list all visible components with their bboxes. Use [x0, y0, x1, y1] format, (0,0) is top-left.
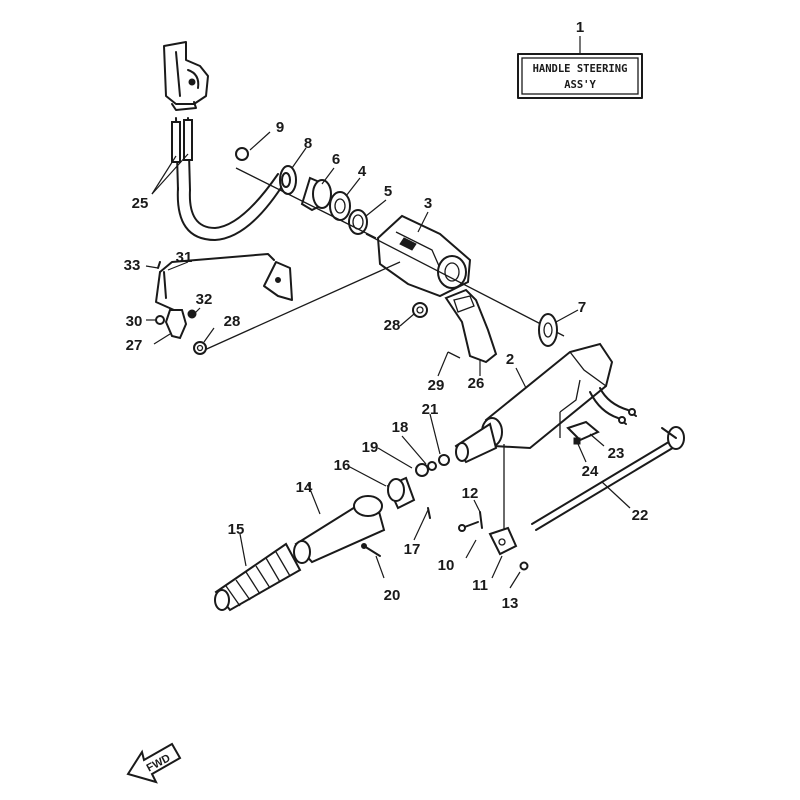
part-30-washer — [155, 315, 165, 325]
callout-30: 30 — [126, 313, 143, 330]
callout-28-left: 28 — [224, 313, 241, 330]
title-box: HANDLE STEERING ASS'Y — [517, 53, 643, 99]
part-22-rod — [531, 426, 685, 531]
part-28-nut-right — [412, 302, 428, 318]
callout-21: 21 — [422, 401, 439, 418]
part-11-joint — [488, 526, 518, 556]
callout-25: 25 — [132, 195, 149, 212]
part-27-lever — [164, 309, 188, 340]
callout-4: 4 — [358, 163, 367, 180]
callout-9: 9 — [276, 119, 284, 136]
callout-22: 22 — [632, 507, 649, 524]
part-28-nut-left — [193, 341, 207, 355]
part-18-ball — [427, 461, 437, 471]
callout-26: 26 — [468, 375, 485, 392]
part-3-steering-bracket — [376, 214, 472, 298]
callout-23: 23 — [608, 445, 625, 462]
callout-27: 27 — [126, 337, 143, 354]
fwd-arrow-icon: FWD — [126, 742, 182, 784]
cable-clamp-parts — [566, 420, 600, 445]
callout-14: 14 — [296, 479, 313, 496]
callout-24: 24 — [582, 463, 599, 480]
part-26-plate — [444, 288, 498, 364]
link-hardware — [155, 302, 428, 355]
callout-13: 13 — [502, 595, 519, 612]
callout-labels: 1 2 3 4 5 6 7 8 9 10 11 12 13 14 15 16 1… — [124, 19, 649, 612]
callout-8: 8 — [304, 135, 312, 152]
callout-5: 5 — [384, 183, 392, 200]
title-line-2: ASS'Y — [564, 79, 596, 91]
callout-7: 7 — [578, 299, 586, 316]
callout-11: 11 — [472, 577, 488, 594]
callout-6: 6 — [332, 151, 340, 168]
cable-bracket — [163, 41, 209, 111]
small-screws — [361, 507, 431, 557]
callout-2: 2 — [506, 351, 514, 368]
callout-28-right: 28 — [384, 317, 401, 334]
part-32-clip — [187, 309, 197, 319]
assembly-axis-lines — [199, 167, 565, 353]
leader-lines — [145, 36, 631, 589]
part-21-bolt — [438, 454, 450, 466]
callout-31: 31 — [176, 249, 193, 266]
callout-33: 33 — [124, 257, 141, 274]
throttle-cables — [171, 117, 287, 241]
part-9-nut — [235, 147, 249, 161]
callout-10: 10 — [438, 557, 455, 574]
title-line-1: HANDLE STEERING — [533, 63, 628, 75]
callout-1: 1 — [576, 19, 584, 36]
part-19-spring — [415, 463, 429, 477]
callout-16: 16 — [334, 457, 351, 474]
detent-parts — [415, 454, 450, 477]
callout-29: 29 — [428, 377, 445, 394]
part-12-pin — [479, 511, 483, 529]
rod-joint-parts — [458, 511, 529, 571]
callout-17: 17 — [404, 541, 421, 558]
callout-3: 3 — [424, 195, 432, 212]
part-17-pin — [427, 507, 431, 519]
throttle-link — [155, 253, 293, 311]
part-7-disc — [538, 313, 558, 347]
part-16-collar — [386, 476, 416, 510]
callout-18: 18 — [392, 419, 409, 436]
friction-parts — [235, 147, 368, 235]
callout-15: 15 — [228, 521, 245, 538]
part-20-screw — [363, 545, 381, 557]
part-2-handle-arm — [454, 342, 637, 530]
part-24-screw — [573, 437, 581, 445]
callout-20: 20 — [384, 587, 401, 604]
part-5-ring — [348, 209, 368, 235]
callout-32: 32 — [196, 291, 213, 308]
part-15-grip — [214, 542, 302, 612]
part-13-nut — [519, 561, 529, 571]
callout-12: 12 — [462, 485, 479, 502]
callout-19: 19 — [362, 439, 379, 456]
part-14-throttle-shaft — [293, 495, 386, 564]
part-23-clamp — [566, 420, 600, 442]
